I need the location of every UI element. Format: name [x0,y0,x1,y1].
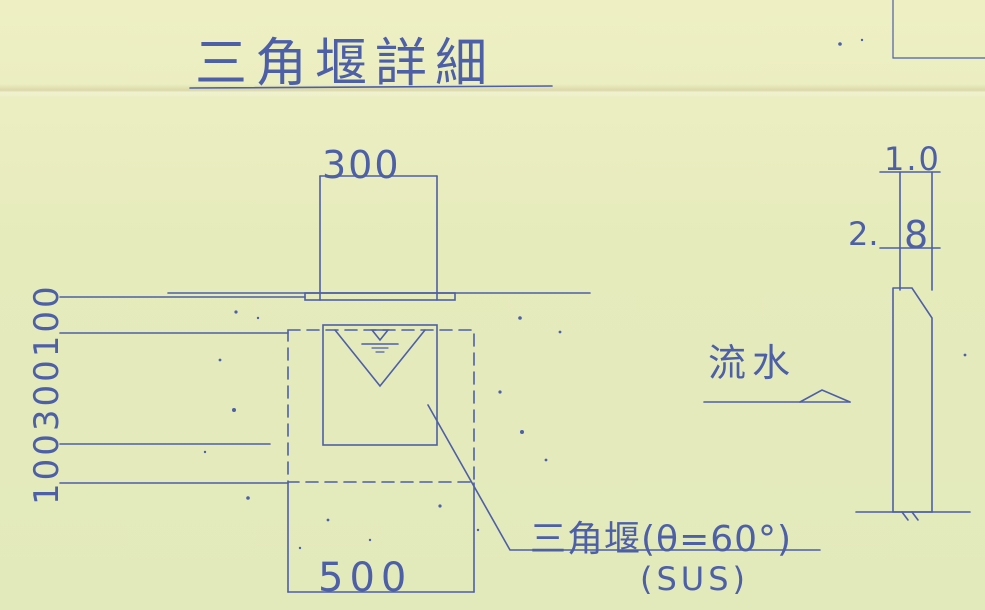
weir-box [322,324,438,446]
side-plate [892,287,933,513]
weir-label: 三角堰(θ=60°) [530,519,793,560]
plate-thickness-mid: 8 [904,213,929,257]
flow-label: 流水 [708,341,797,385]
top-plate [304,292,456,301]
concrete-outline [287,329,475,483]
title-underline [189,85,553,89]
flow-arrow-head [799,389,851,403]
weir-leader [427,404,821,551]
v-notch [334,329,426,388]
dimension-top: 300 [322,143,401,187]
side-break-2 [911,511,919,521]
dimension-vertical: 100300100 [27,283,67,505]
side-break-1 [901,511,909,521]
weir-material: (SUS) [640,560,750,598]
drawing-title: 三角堰詳細 [195,34,496,94]
water-level-symbol [370,329,390,342]
plate-thickness-mid-prefix: 2. [848,215,879,253]
concrete-speckles [203,38,967,550]
dimension-bottom: 500 [318,555,413,601]
plate-thickness-top: 1.0 [884,140,941,178]
frame-corner [892,0,985,59]
